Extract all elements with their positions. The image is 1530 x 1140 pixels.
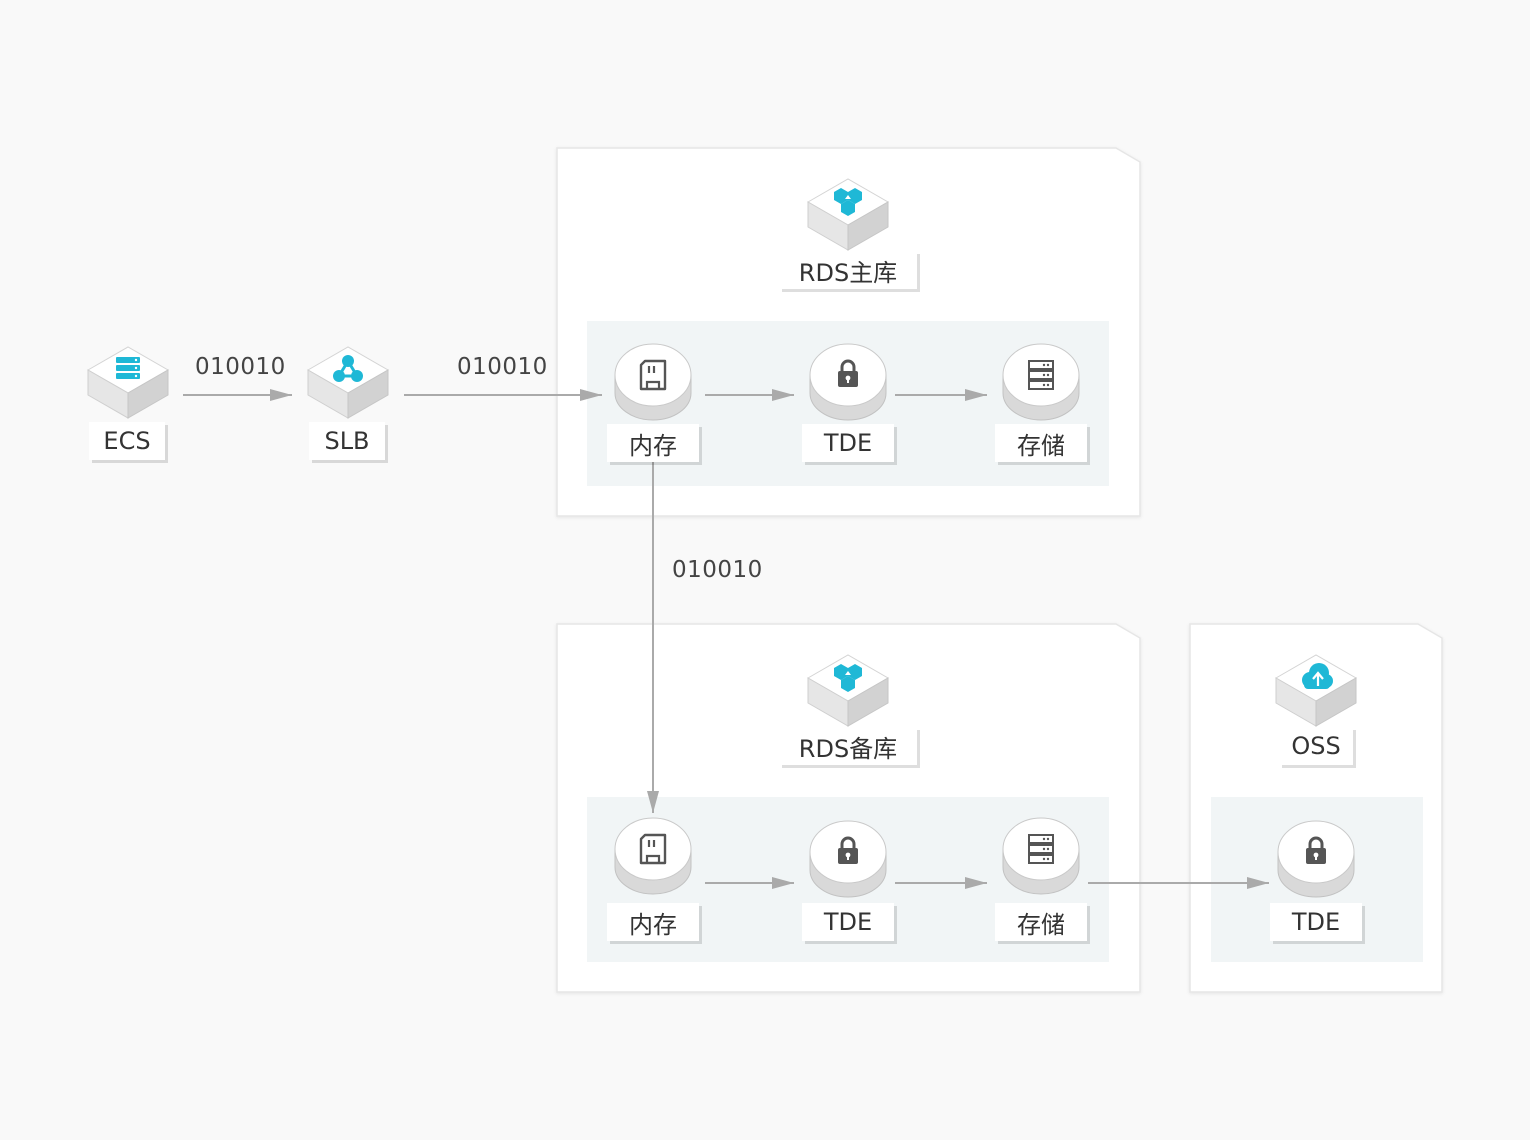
ecs-label: ECS [89, 422, 165, 460]
flow-label-ecs-to-slb: 010010 [195, 354, 286, 380]
standby-tde-label: TDE [802, 903, 894, 941]
connectors [183, 389, 1269, 889]
rds-master-title: RDS主库 [779, 251, 917, 289]
standby-tde-node [809, 820, 887, 898]
server-stack-icon [116, 357, 140, 379]
master-storage-label: 存储 [995, 424, 1087, 462]
slb-node-icon [307, 346, 389, 419]
oss-node-icon [1275, 654, 1357, 727]
standby-storage-label: 存储 [995, 903, 1087, 941]
flow-label-master-to-standby: 010010 [672, 557, 763, 583]
network-nodes-icon [333, 355, 363, 382]
rds-standby-title: RDS备库 [779, 727, 917, 765]
standby-storage-node [1002, 817, 1080, 895]
oss-tde-label: TDE [1270, 903, 1362, 941]
oss-title: OSS [1279, 727, 1353, 765]
master-memory-node [614, 343, 692, 421]
master-memory-label: 内存 [607, 424, 699, 462]
ecs-node-icon [87, 346, 169, 419]
standby-memory-node [614, 817, 692, 895]
slb-label: SLB [309, 422, 385, 460]
master-tde-label: TDE [802, 424, 894, 462]
oss-panel [1189, 623, 1443, 993]
master-storage-node [1002, 343, 1080, 421]
oss-tde-node [1277, 820, 1355, 898]
cloud-upload-icon [1302, 663, 1333, 689]
standby-memory-label: 内存 [607, 903, 699, 941]
flow-label-slb-to-rds: 010010 [457, 354, 548, 380]
master-tde-node [809, 343, 887, 421]
